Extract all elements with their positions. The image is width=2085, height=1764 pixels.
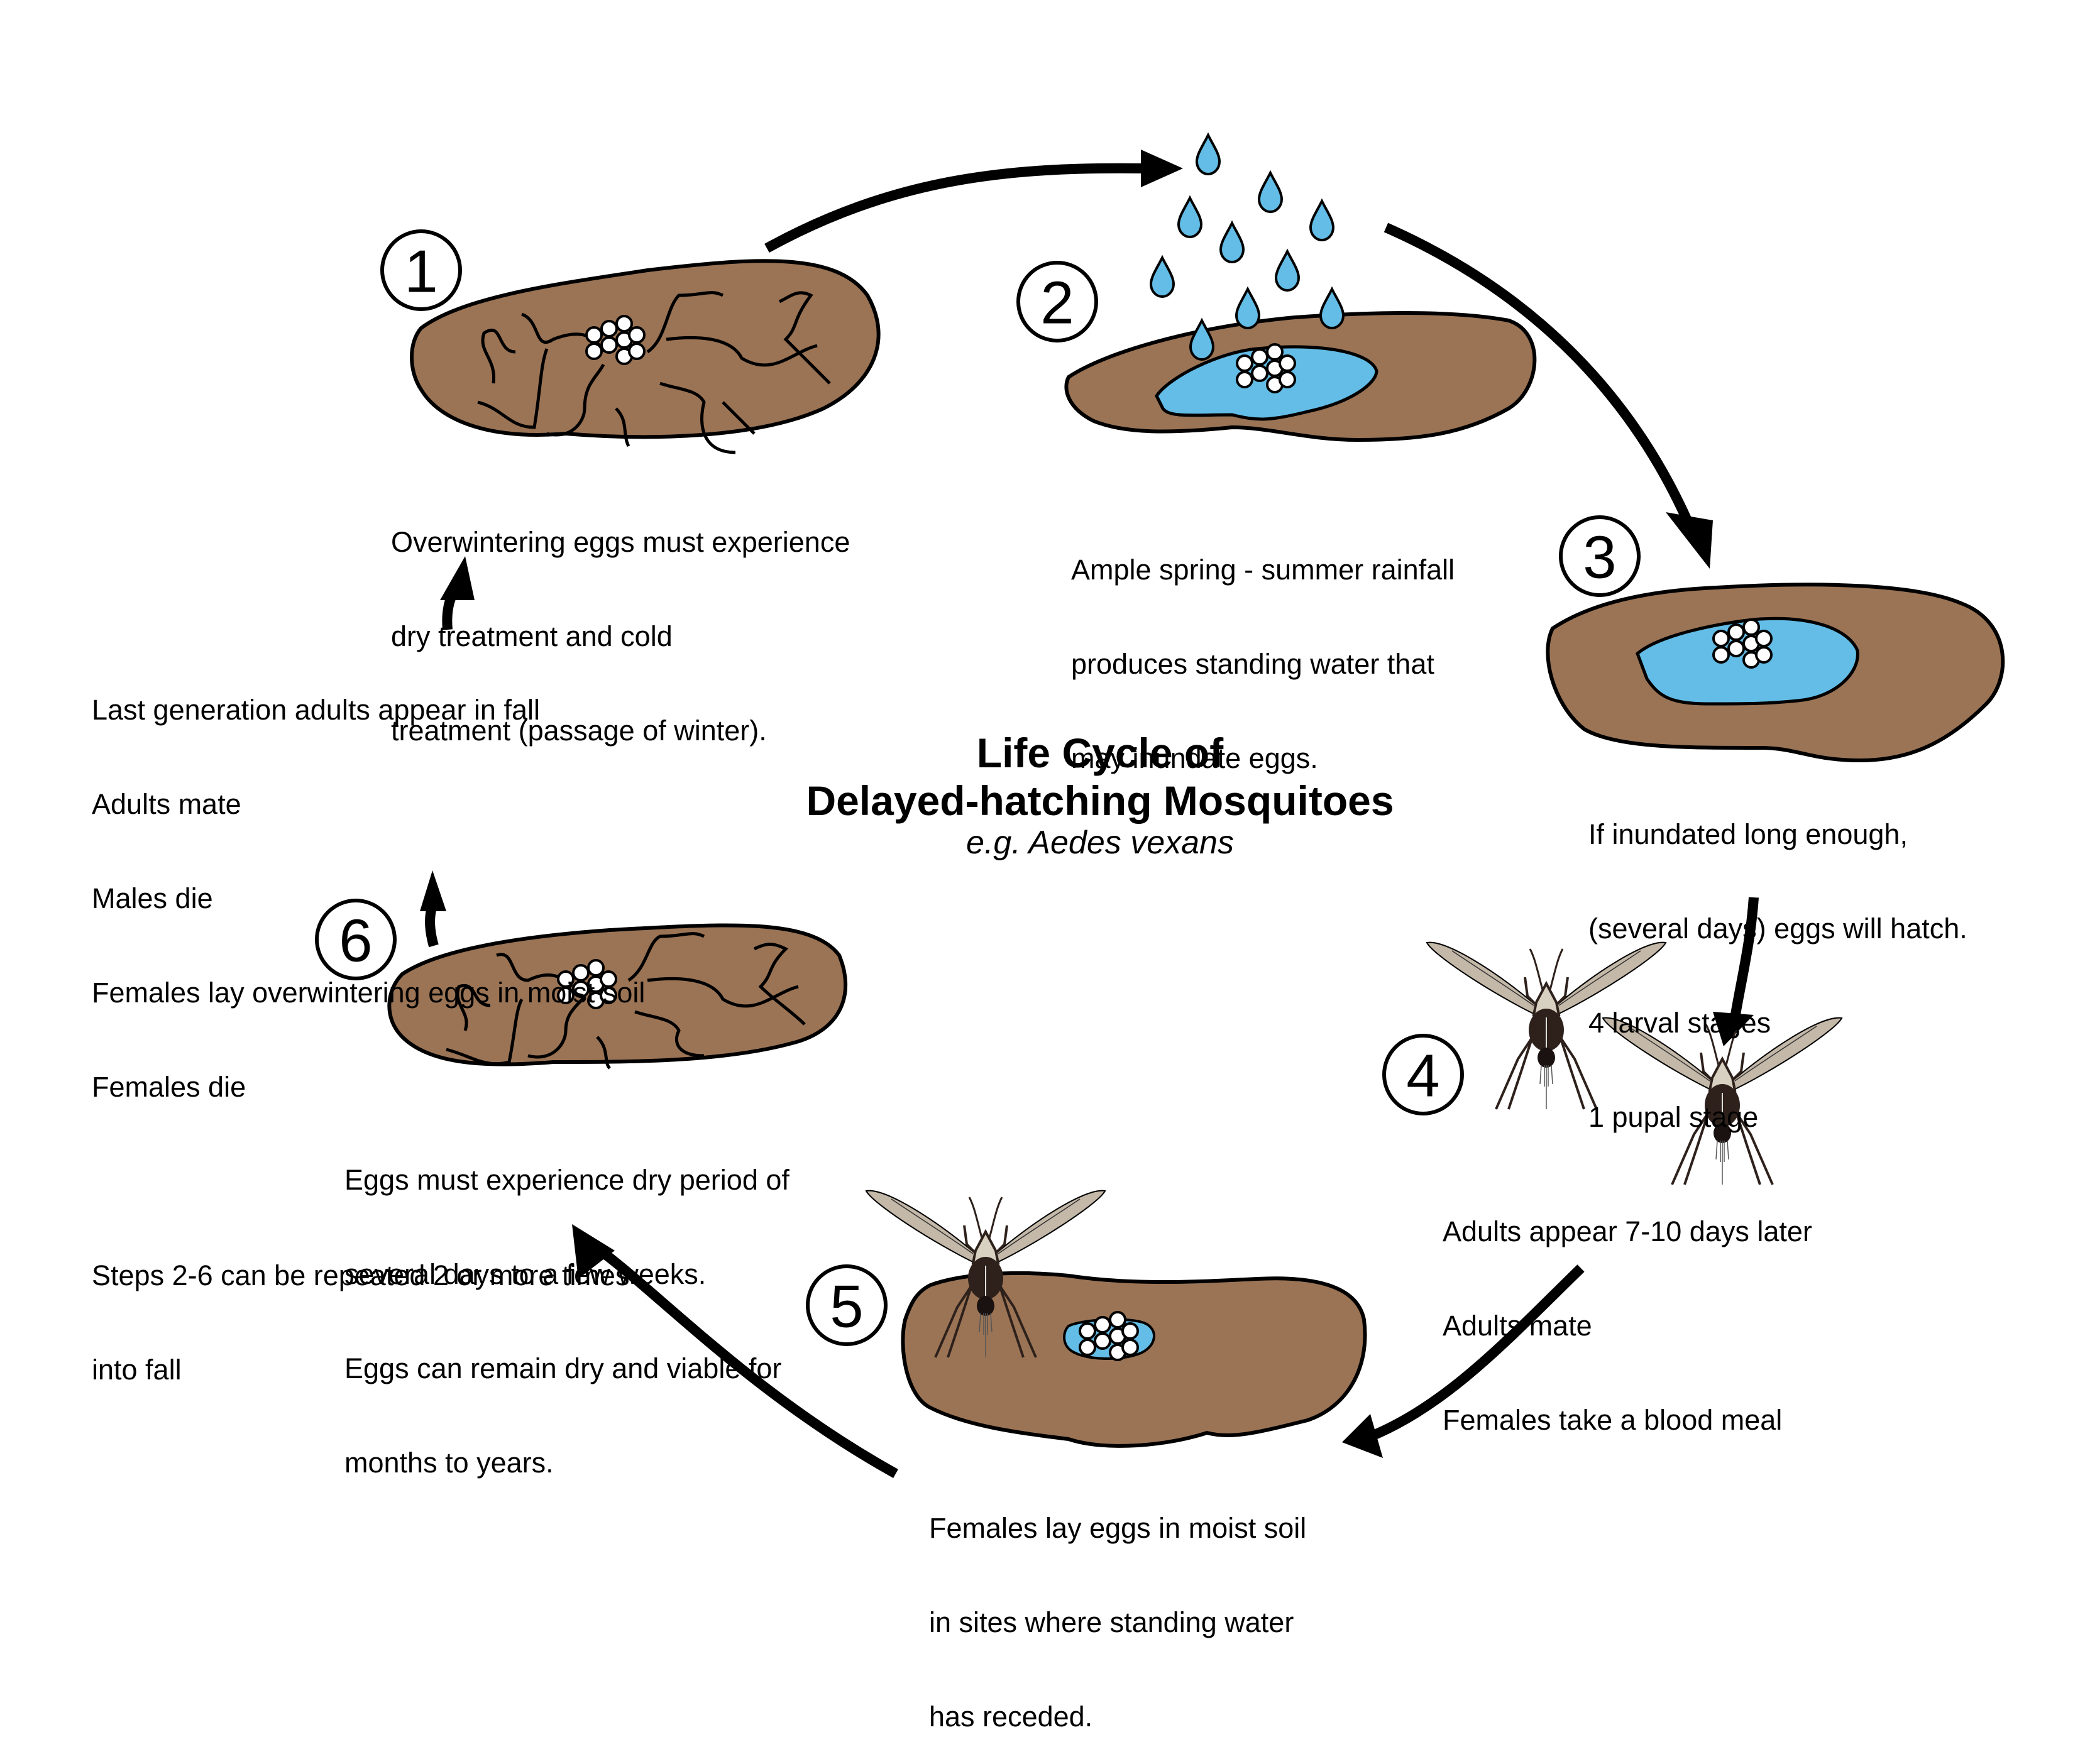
stage-3-soil xyxy=(1546,583,2005,763)
rain-drop-icon xyxy=(1189,319,1214,361)
stage-2-badge xyxy=(1016,261,1098,342)
caption-line: Females take a blood meal xyxy=(1443,1404,1783,1436)
stage-5-number: 5 xyxy=(830,1273,863,1340)
caption-line: 1 pupal stage xyxy=(1588,1101,1759,1133)
life-cycle-diagram: 1 2 3 4 5 6 xyxy=(315,134,2005,1478)
stage-6-badge xyxy=(315,899,397,980)
stage-2-soil xyxy=(1064,311,1537,442)
fall-note-line: Females lay overwintering eggs in moist … xyxy=(92,977,646,1009)
title-line-1: Life Cycle of xyxy=(976,730,1224,776)
stage-3-number: 3 xyxy=(1583,524,1616,591)
title-line-2: Delayed-hatching Mosquitoes xyxy=(806,777,1394,824)
cycle-arrows xyxy=(425,163,1759,1478)
caption-line: Overwintering eggs must experience xyxy=(391,526,850,558)
rain-drop-icon xyxy=(1319,288,1345,329)
caption-line: may inundate eggs. xyxy=(1071,742,1318,774)
stage-5-badge xyxy=(806,1264,888,1346)
stage-1-caption: Overwintering eggs must experience dry t… xyxy=(391,464,850,778)
caption-line: Eggs can remain dry and viable for xyxy=(344,1352,782,1384)
caption-line: dry treatment and cold xyxy=(391,620,673,652)
arrowhead-fall-to-1 xyxy=(440,556,475,600)
repeat-note-line: into fall xyxy=(92,1354,182,1386)
caption-line: Adults appear 7-10 days later xyxy=(1443,1215,1812,1247)
caption-line: in sites where standing water xyxy=(929,1606,1294,1638)
caption-line: Females lay eggs in moist soil xyxy=(929,1512,1307,1544)
arrowhead-1-to-2 xyxy=(1141,150,1183,187)
caption-line: 4 larval stages xyxy=(1588,1007,1771,1039)
stage-5-caption: Females lay eggs in moist soil in sites … xyxy=(929,1450,1306,1764)
arrowheads xyxy=(420,150,1754,1458)
rain-drop-icon xyxy=(1196,134,1221,175)
arrow-1-to-2 xyxy=(764,163,1145,253)
caption-line: Ample spring - summer rainfall xyxy=(1071,554,1455,586)
arrowhead-3-to-4 xyxy=(1713,1012,1754,1046)
caption-line: produces standing water that xyxy=(1071,648,1434,680)
stage-6-soil xyxy=(387,923,848,1070)
stage-1-soil xyxy=(410,259,881,454)
arrowhead-2-to-3 xyxy=(1666,512,1713,569)
diagram-title: Life Cycle of Delayed-hatching Mosquitoe… xyxy=(691,729,1509,861)
caption-line: months to years. xyxy=(344,1447,554,1479)
stage-4-number: 4 xyxy=(1406,1043,1439,1110)
stage-2-caption: Ample spring - summer rainfall produces … xyxy=(1071,491,1455,806)
arrow-4-to-5 xyxy=(1362,1264,1585,1444)
stage-4-badge xyxy=(1382,1034,1464,1115)
rain-drop-icon xyxy=(1235,288,1260,329)
fall-note: Last generation adults appear in fall Ad… xyxy=(92,632,645,1417)
fall-note-line: Males die xyxy=(92,882,213,914)
stage-5-soil xyxy=(901,1271,1367,1448)
arrowhead-5-to-6 xyxy=(572,1224,615,1279)
arrowhead-4-to-5 xyxy=(1342,1414,1383,1458)
arrow-3-to-4 xyxy=(1730,897,1759,1019)
stage-1-number: 1 xyxy=(404,238,437,305)
stage-3-caption: If inundated long enough, (several days)… xyxy=(1588,756,1967,1164)
stage-2-number: 2 xyxy=(1040,270,1074,337)
caption-line: has receded. xyxy=(929,1701,1093,1733)
rain-drop-icon xyxy=(1177,197,1202,238)
arrow-5-to-6 xyxy=(597,1246,898,1478)
caption-line: If inundated long enough, xyxy=(1588,818,1908,850)
fall-note-line: Females die xyxy=(92,1071,246,1103)
stage-badges xyxy=(315,229,1641,1346)
stage-6-caption: Eggs must experience dry period of sever… xyxy=(344,1102,789,1510)
stage-1-badge xyxy=(380,229,462,311)
rain-drop-icon xyxy=(1275,250,1300,292)
caption-line: Adults mate xyxy=(1443,1310,1592,1342)
rain-drop-icon xyxy=(1219,222,1245,263)
stage-3-badge xyxy=(1559,515,1641,597)
fall-note-line: Adults mate xyxy=(92,788,241,820)
rain-drop-icon xyxy=(1150,256,1175,298)
arrowhead-6-to-fall xyxy=(420,870,446,911)
title-subtitle: e.g. Aedes vexans xyxy=(966,824,1234,861)
caption-line: Eggs must experience dry period of xyxy=(344,1164,789,1196)
caption-line: treatment (passage of winter). xyxy=(391,715,767,747)
arrow-2-to-3 xyxy=(1384,222,1693,524)
rain-drop-icon xyxy=(1309,200,1334,241)
repeat-note-line: Steps 2-6 can be repeated 2 or more time… xyxy=(92,1259,630,1291)
stage-6-number: 6 xyxy=(339,907,372,975)
fall-note-line: Last generation adults appear in fall xyxy=(92,694,540,726)
caption-line: several days to a few weeks. xyxy=(344,1258,707,1290)
stage-4-caption: Adults appear 7-10 days later Adults mat… xyxy=(1443,1153,1812,1467)
rain-drop-icon xyxy=(1258,172,1283,213)
caption-line: (several days) eggs will hatch. xyxy=(1588,912,1967,945)
